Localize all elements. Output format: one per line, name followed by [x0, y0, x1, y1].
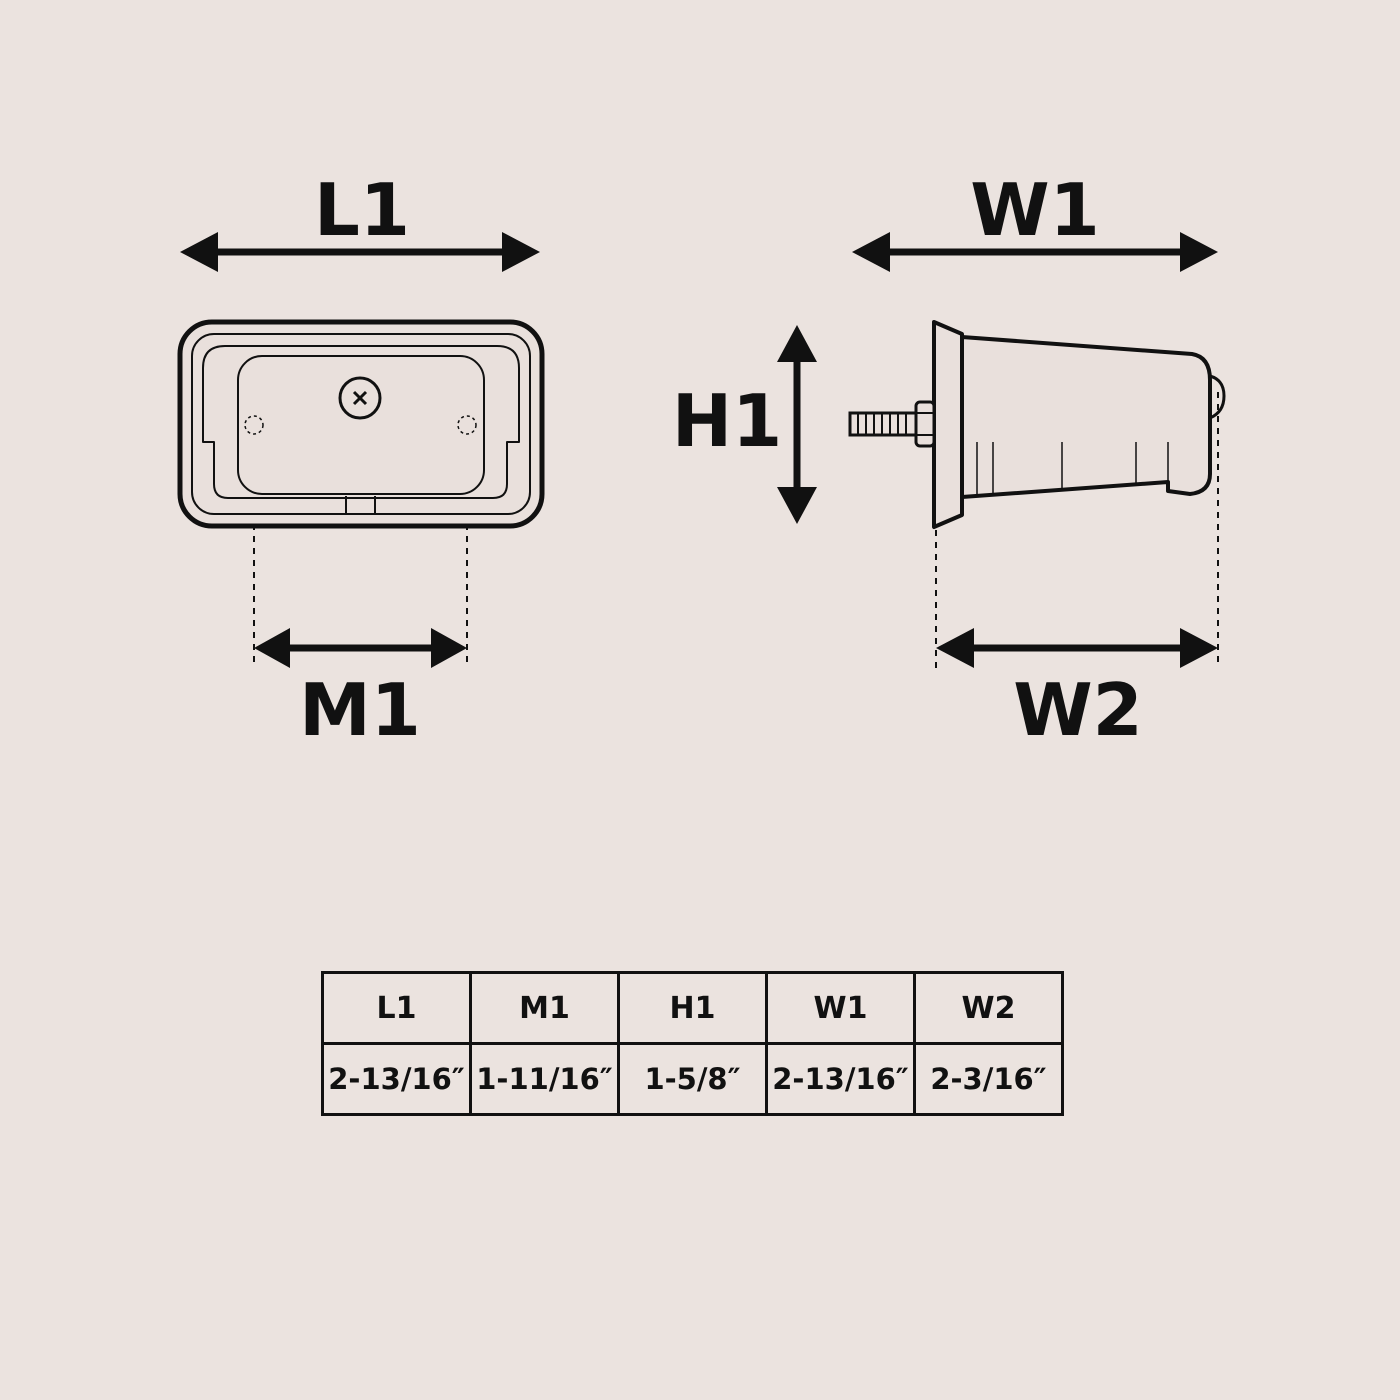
arrow-m1 [254, 628, 467, 668]
screw-icon [338, 376, 382, 420]
label-w2: W2 [1013, 668, 1143, 752]
table-header-row: L1 M1 H1 W1 W2 [321, 971, 1064, 1045]
table-header-cell: L1 [321, 971, 472, 1045]
table-value-cell: 2-13/16″ [765, 1042, 916, 1116]
table-header-cell: W2 [913, 971, 1064, 1045]
arrow-h1 [777, 325, 817, 524]
label-l1: L1 [314, 168, 410, 252]
table-header-cell: M1 [469, 971, 620, 1045]
label-w1: W1 [970, 168, 1100, 252]
label-h1: H1 [672, 379, 782, 463]
table-row: 2-13/16″ 1-11/16″ 1-5/8″ 2-13/16″ 2-3/16… [321, 1042, 1064, 1116]
table-header-cell: W1 [765, 971, 916, 1045]
dimensions-table: L1 M1 H1 W1 W2 2-13/16″ 1-11/16″ 1-5/8″ … [321, 971, 1064, 1116]
table-value-cell: 2-3/16″ [913, 1042, 1064, 1116]
table-value-cell: 2-13/16″ [321, 1042, 472, 1116]
table-value-cell: 1-11/16″ [469, 1042, 620, 1116]
arrow-w2 [936, 628, 1218, 668]
arrow-w1 [852, 232, 1218, 272]
label-m1: M1 [299, 668, 421, 752]
table-header-cell: H1 [617, 971, 768, 1045]
front-view-pull [177, 319, 545, 529]
arrow-l1 [180, 232, 540, 272]
table-value-cell: 1-5/8″ [617, 1042, 768, 1116]
bolt-icon [848, 400, 936, 448]
side-view-pull [932, 320, 1226, 529]
